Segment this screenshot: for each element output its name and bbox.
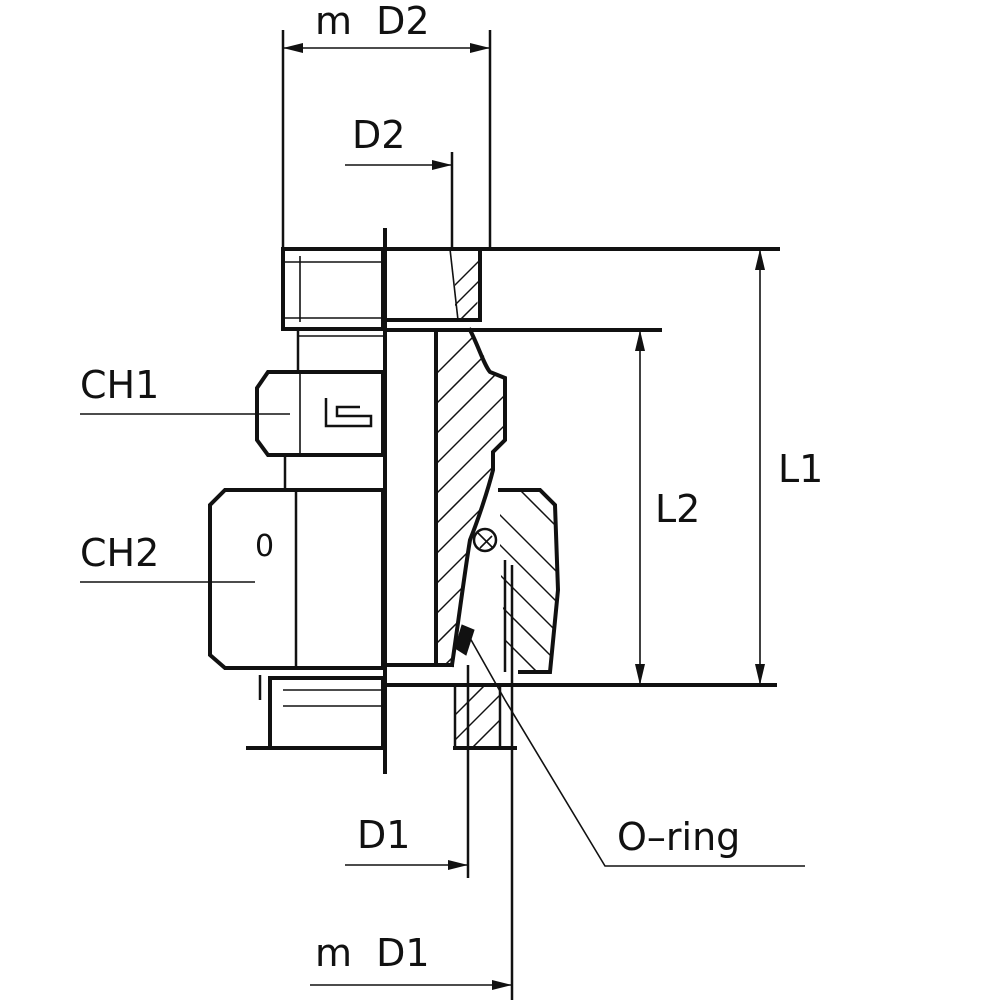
label-d1: D1 [357, 813, 410, 857]
label-l1: L1 [778, 447, 823, 491]
top-thread-hatch [455, 255, 482, 318]
o-ring-upper [472, 527, 498, 553]
label-o-ring: O–ring [617, 815, 740, 859]
bottom-thread [246, 675, 387, 750]
ch2-nut [208, 488, 385, 670]
dim-m-d1 [310, 565, 514, 1000]
bottom-section-hatch [455, 685, 500, 748]
dim-l1 [488, 247, 780, 685]
dim-m-d2 [281, 30, 492, 249]
body-section [449, 327, 507, 668]
label-d2: D2 [352, 113, 405, 157]
nut-section [498, 488, 561, 674]
bore [386, 328, 777, 687]
label-l2: L2 [655, 487, 700, 531]
bottom-section [453, 685, 517, 750]
body-section-hatch [436, 330, 505, 665]
label-m-d2: m D2 [315, 0, 430, 43]
dim-d2 [345, 152, 454, 249]
dim-d1 [345, 665, 470, 878]
label-ch2: CH2 [80, 531, 159, 575]
label-ch1: CH1 [80, 363, 159, 407]
ch1-hex [255, 370, 385, 457]
label-zero: 0 [255, 529, 274, 564]
nut-section-hatch [500, 490, 558, 672]
dim-l2 [635, 330, 645, 685]
o-ring-leader [469, 637, 805, 867]
neck [296, 330, 383, 372]
label-m-d1: m D1 [315, 931, 430, 975]
o-ring-lower [454, 624, 475, 656]
